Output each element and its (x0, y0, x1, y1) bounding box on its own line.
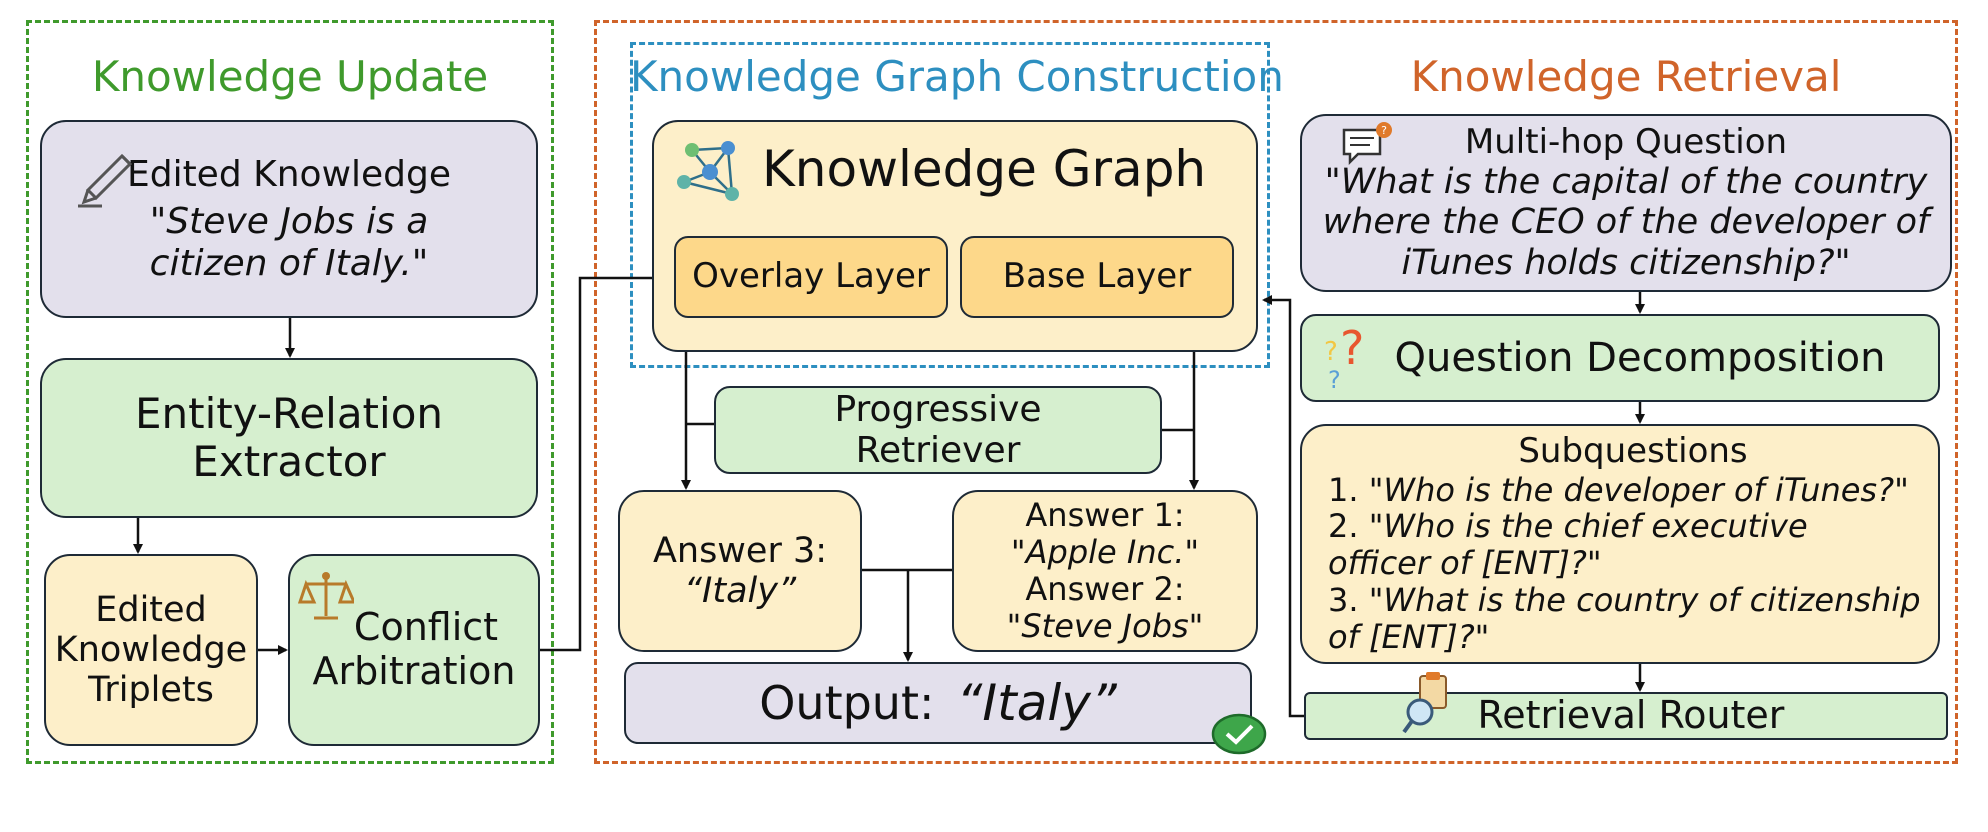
conflict-line2: Arbitration (312, 649, 516, 693)
check-badge-icon (1211, 713, 1267, 755)
triplets-line3: Triplets (88, 670, 214, 711)
conflict-line1: Conflict (353, 605, 499, 650)
answer-3-label: Answer 3: (652, 530, 828, 571)
extractor-label-line2: Extractor (192, 437, 386, 486)
knowledge-update-panel (26, 20, 554, 764)
knowledge-update-title: Knowledge Update (91, 52, 489, 101)
output-value: “Italy” (956, 674, 1117, 732)
subquestion-2-text-line2: officer of [ENT]?" (1328, 544, 1602, 583)
svg-text:?: ? (1328, 366, 1341, 394)
knowledge-graph-title: Knowledge Graph (762, 140, 1207, 198)
subquestion-3-number: 3. (1328, 580, 1359, 619)
question-marks-icon: ? ? ? (1324, 322, 1364, 394)
question-decomposition-box: ? ? ? Question Decomposition (1300, 314, 1940, 402)
base-layer-label: Base Layer (1002, 256, 1192, 297)
edited-knowledge-triplets-box: Edited Knowledge Triplets (44, 554, 258, 746)
subquestion-3-text-line1: "What is the country of citizenship (1368, 580, 1921, 619)
extractor-label-line1: Entity-Relation (134, 388, 444, 438)
multi-hop-question-title: Multi-hop Question (1464, 122, 1788, 163)
question-line1: "What is the capital of the country (1324, 162, 1928, 203)
svg-text:?: ? (1340, 322, 1364, 375)
retrieval-router-box: Retrieval Router (1304, 672, 1948, 740)
question-decomposition-label: Question Decomposition (1394, 335, 1886, 381)
output-box: Output: “Italy” (624, 662, 1252, 744)
router-search-icon (1402, 672, 1447, 734)
answer-2-value: "Steve Jobs" (1006, 606, 1204, 645)
subquestion-3-text-line2: of [ENT]?" (1328, 617, 1490, 656)
triplets-line1: Edited (95, 589, 207, 630)
knowledge-graph-box: Knowledge Graph Overlay Layer Base Layer (652, 120, 1258, 352)
answer-3-value: “Italy” (683, 571, 797, 611)
knowledge-graph-construction-panel (630, 42, 1270, 368)
answer-1-value: "Apple Inc." (1010, 533, 1200, 572)
chat-question-icon: ? (1342, 122, 1392, 166)
answer-1-label: Answer 1: (1025, 496, 1185, 535)
overlay-layer-box: Overlay Layer (674, 236, 948, 318)
edited-knowledge-quote-line2: citizen of Italy." (149, 242, 429, 284)
svg-text:?: ? (1324, 337, 1338, 367)
subquestions-box: Subquestions 1. "Who is the developer of… (1300, 424, 1940, 664)
entity-relation-extractor-box: Entity-Relation Extractor (40, 358, 538, 518)
base-layer-box: Base Layer (960, 236, 1234, 318)
multi-hop-question-box: ? Multi-hop Question "What is the capita… (1300, 114, 1952, 292)
edited-knowledge-title: Edited Knowledge (126, 153, 452, 195)
triplets-line2: Knowledge (54, 629, 248, 670)
subquestion-2-number: 2. (1328, 507, 1359, 546)
scales-icon (298, 572, 354, 620)
question-line2: where the CEO of the developer of (1322, 202, 1930, 243)
network-graph-icon (677, 141, 739, 201)
retriever-line1: Progressive (834, 388, 1042, 430)
knowledge-retrieval-title: Knowledge Retrieval (1410, 52, 1842, 101)
conflict-arbitration-box: Conflict Arbitration (288, 554, 540, 746)
answers-1-2-box: Answer 1: "Apple Inc." Answer 2: "Steve … (952, 490, 1258, 652)
subquestions-title: Subquestions (1518, 431, 1748, 472)
edited-knowledge-quote-line1: "Steve Jobs is a (149, 201, 429, 243)
subquestion-3: 3. "What is the country of citizenship (1328, 582, 1921, 619)
knowledge-retrieval-panel (594, 20, 1958, 764)
subquestion-2: 2. "Who is the chief executive (1328, 508, 1808, 545)
subquestion-2-text-line1: "Who is the chief executive (1368, 507, 1808, 546)
pencil-icon (78, 153, 133, 208)
edited-knowledge-box: Edited Knowledge "Steve Jobs is a citize… (40, 120, 538, 318)
svg-text:?: ? (1381, 124, 1387, 137)
answer-2-label: Answer 2: (1025, 570, 1185, 608)
subquestion-1-text: "Who is the developer of iTunes?" (1368, 470, 1909, 509)
question-line3: iTunes holds citizenship?" (1401, 242, 1851, 283)
output-label: Output: (759, 676, 935, 730)
overlay-layer-label: Overlay Layer (692, 256, 930, 297)
subquestion-1-number: 1. (1328, 470, 1359, 509)
progressive-retriever-box: Progressive Retriever (714, 386, 1162, 474)
answer-3-box: Answer 3: “Italy” (618, 490, 862, 652)
knowledge-graph-construction-title: Knowledge Graph Construction (630, 52, 1284, 101)
subquestion-1: 1. "Who is the developer of iTunes?" (1328, 470, 1909, 509)
retrieval-router-label: Retrieval Router (1477, 693, 1785, 738)
retriever-line2: Retriever (855, 430, 1021, 471)
